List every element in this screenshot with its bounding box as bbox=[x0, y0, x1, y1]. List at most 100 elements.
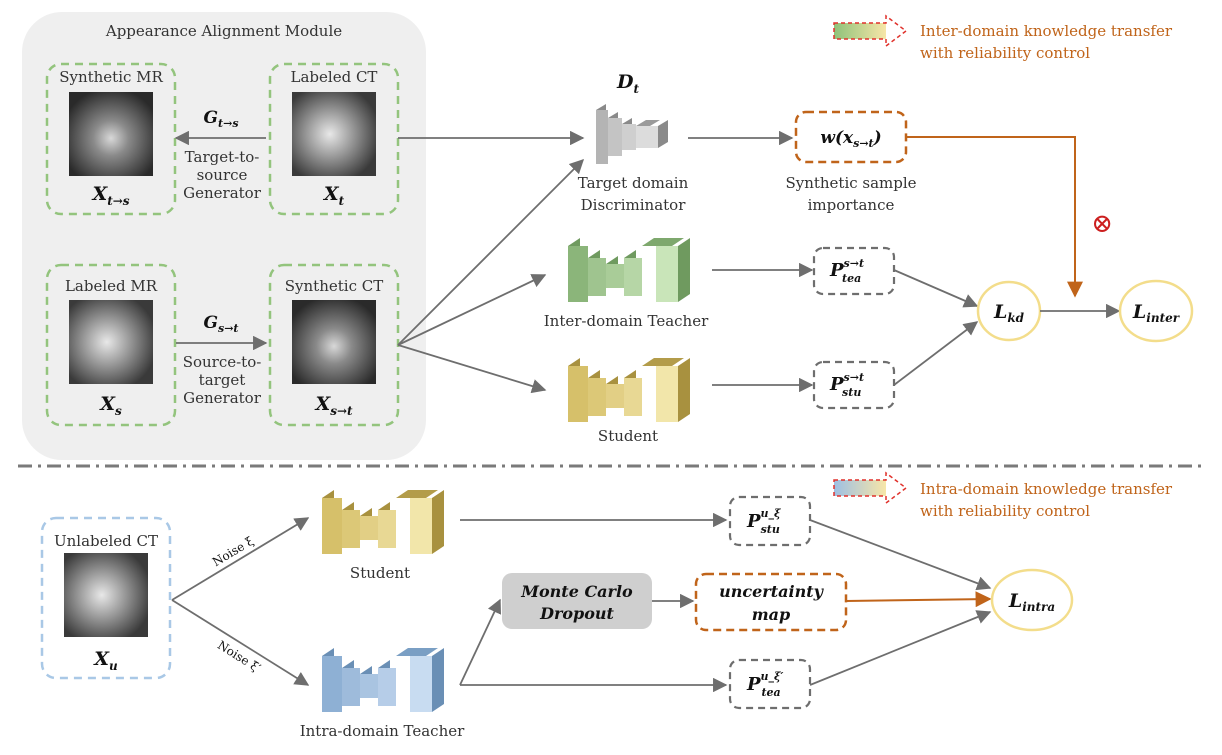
noise-xi-prime-label: Noise ξ′ bbox=[215, 638, 263, 675]
arrow-intra-teacher-to-mc bbox=[459, 598, 501, 686]
monte-carlo-line2: Dropout bbox=[539, 604, 614, 623]
p-tea-intra-symbol: Pu_ξ′tea bbox=[746, 670, 784, 699]
unlabeled-ct-symbol: Xu bbox=[93, 648, 118, 673]
generator-s2t-line2: target bbox=[199, 371, 246, 389]
generator-t2s-line2: source bbox=[197, 166, 248, 184]
generator-t2s-line1: Target-to- bbox=[185, 148, 260, 166]
importance-formula: w(xs→t) bbox=[820, 128, 881, 150]
legend-inter-swatch bbox=[834, 23, 886, 39]
labeled-mr-block: Labeled MR Xs bbox=[45, 263, 177, 427]
intra-teacher-label: Intra-domain Teacher bbox=[300, 722, 465, 740]
generator-s2t-line1: Source-to- bbox=[183, 353, 262, 371]
generator-s2t-line3: Generator bbox=[183, 389, 262, 407]
labeled-ct-label: Labeled CT bbox=[291, 68, 378, 86]
student-top-net-icon bbox=[568, 358, 690, 422]
labeled-ct-symbol: Xt bbox=[323, 183, 345, 208]
unlabeled-ct-image bbox=[64, 553, 148, 637]
generator-t2s: Gt→s Target-to- source Generator bbox=[174, 108, 266, 202]
importance: w(xs→t) Synthetic sample importance bbox=[785, 110, 917, 214]
l-inter-symbol: Linter bbox=[1132, 301, 1181, 325]
p-tea-inter-frame bbox=[812, 246, 896, 296]
arrow-u-to-student bbox=[171, 517, 310, 601]
module-title: Appearance Alignment Module bbox=[105, 22, 342, 40]
importance-line2: importance bbox=[808, 196, 895, 214]
legend-intra-line2: with reliability control bbox=[920, 502, 1090, 520]
labeled-ct-frame bbox=[268, 62, 400, 216]
discriminator-line2: Discriminator bbox=[581, 196, 687, 214]
legend-inter: Inter-domain knowledge transfer with rel… bbox=[833, 14, 1173, 62]
p-tea-intra-frame bbox=[728, 658, 812, 710]
discriminator-symbol: Dt bbox=[616, 71, 639, 96]
legend-intra: Intra-domain knowledge transfer with rel… bbox=[833, 471, 1173, 520]
student-bottom-net-icon bbox=[322, 490, 444, 554]
unlabeled-ct-block: Unlabeled CT Xu bbox=[40, 516, 172, 680]
synthetic-mr-block: Synthetic MR Xt→s bbox=[45, 62, 177, 216]
synthetic-ct-image bbox=[292, 300, 376, 384]
discriminator-line1: Target domain bbox=[578, 174, 689, 192]
inter-teacher-label: Inter-domain Teacher bbox=[544, 312, 709, 330]
importance-line1: Synthetic sample bbox=[785, 174, 916, 192]
labeled-mr-frame bbox=[45, 263, 177, 427]
inter-teacher-net-icon bbox=[568, 238, 690, 302]
p-stu-intra-frame bbox=[728, 495, 812, 547]
arrow-synct-to-discriminator bbox=[397, 158, 585, 346]
generator-t2s-line3: Generator bbox=[183, 184, 262, 202]
module-arrows bbox=[397, 130, 585, 394]
l-intra: Lintra bbox=[990, 568, 1074, 632]
unlabeled-ct-frame bbox=[40, 516, 172, 680]
arrow-u-to-intra-teacher bbox=[171, 599, 310, 686]
discriminator-net-icon bbox=[596, 104, 668, 164]
monte-carlo-dropout: Monte Carlo Dropout bbox=[502, 573, 652, 629]
uncertainty-map: uncertainty map bbox=[694, 572, 848, 632]
labeled-mr-label: Labeled MR bbox=[65, 277, 158, 295]
uncertainty-line1: uncertainty bbox=[719, 582, 824, 601]
appearance-alignment-module: Appearance Alignment Module Synthetic MR… bbox=[22, 12, 426, 460]
labeled-ct-image bbox=[292, 92, 376, 176]
generator-s2t: Gs→t Source-to- target Generator bbox=[176, 313, 268, 407]
synthetic-mr-symbol: Xt→s bbox=[91, 183, 129, 208]
labeled-mr-symbol: Xs bbox=[99, 393, 122, 418]
arrow-uncertainty-to-lintra bbox=[845, 591, 992, 608]
legend-intra-line1: Intra-domain knowledge transfer bbox=[920, 480, 1173, 498]
p-stu-inter-frame bbox=[812, 360, 896, 410]
synthetic-ct-label: Synthetic CT bbox=[285, 277, 383, 295]
legend-inter-line2: with reliability control bbox=[920, 44, 1090, 62]
multiply-icon: ⊗ bbox=[1091, 209, 1113, 239]
legend-intra-swatch bbox=[834, 480, 886, 496]
unlabeled-ct-label: Unlabeled CT bbox=[54, 532, 158, 550]
monte-carlo-line1: Monte Carlo bbox=[520, 582, 633, 601]
arrow-ptea-to-lintra bbox=[809, 610, 992, 686]
arrow-synct-to-teacher bbox=[397, 274, 547, 346]
synthetic-ct-block: Synthetic CT Xs→t bbox=[268, 263, 400, 427]
student-top-label: Student bbox=[598, 427, 658, 445]
intra-teacher-net-icon bbox=[322, 648, 444, 712]
arrow-pstu-to-lintra bbox=[809, 519, 992, 591]
synthetic-mr-label: Synthetic MR bbox=[59, 68, 163, 86]
synthetic-ct-symbol: Xs→t bbox=[314, 393, 353, 418]
synthetic-mr-image bbox=[69, 92, 153, 176]
student-bottom-label: Student bbox=[350, 564, 410, 582]
l-inter: Linter bbox=[1118, 279, 1194, 343]
arrow-synct-to-student bbox=[397, 344, 547, 394]
monte-carlo-box bbox=[502, 573, 652, 629]
arrow-pstu-to-lkd bbox=[893, 321, 979, 386]
generator-s2t-symbol: Gs→t bbox=[203, 313, 238, 335]
uncertainty-line2: map bbox=[752, 605, 790, 624]
arrow-ptea-to-lkd bbox=[893, 269, 979, 308]
arrow-importance-to-linter bbox=[906, 136, 1083, 298]
l-intra-symbol: Lintra bbox=[1008, 590, 1055, 614]
discriminator: Dt Target domain Discriminator bbox=[578, 71, 689, 214]
labeled-mr-image bbox=[69, 300, 153, 384]
l-kd: Lkd bbox=[976, 280, 1042, 342]
l-inter-circle bbox=[1118, 279, 1194, 343]
labeled-ct-block: Labeled CT Xt bbox=[268, 62, 400, 216]
uncertainty-frame bbox=[694, 572, 848, 632]
l-intra-circle bbox=[990, 568, 1074, 632]
